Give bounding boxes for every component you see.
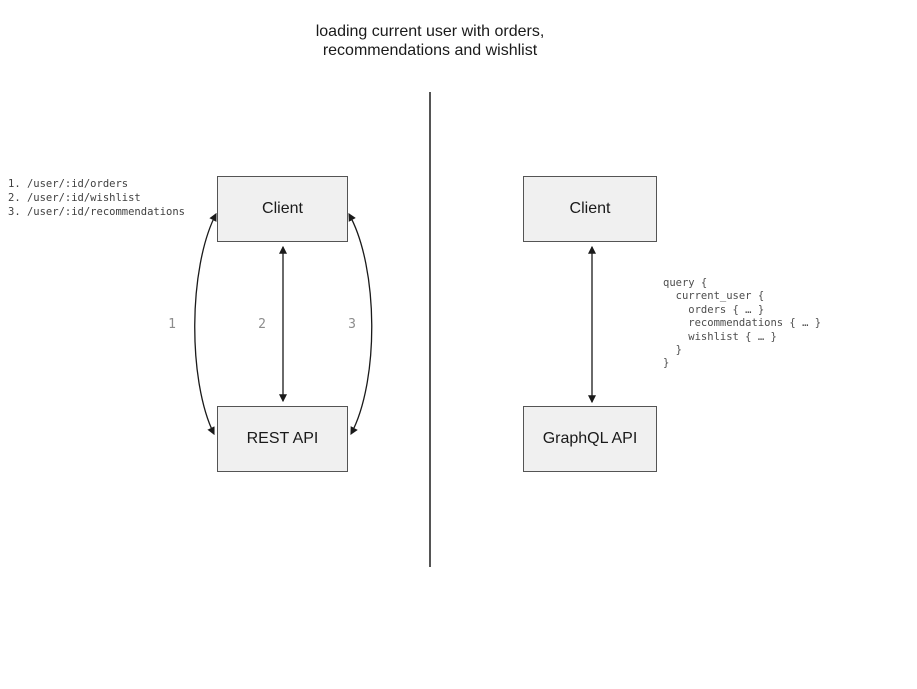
diagram-title-line1: loading current user with orders, xyxy=(315,23,545,40)
rest-endpoint-list: 1. /user/:id/orders 2. /user/:id/wishlis… xyxy=(8,177,185,219)
rest-api-box: REST API xyxy=(217,406,348,472)
diagram-title-line2: recommendations and wishlist xyxy=(322,42,538,59)
arrow-label-2: 2 xyxy=(258,317,266,332)
graphql-query-line: current_user { xyxy=(663,290,765,303)
rest-endpoint-orders: 1. /user/:id/orders xyxy=(8,178,129,190)
client-box-left-label: Client xyxy=(262,200,303,217)
graphql-query-line: query { xyxy=(663,277,708,289)
client-box-right: Client xyxy=(523,176,657,242)
graphql-query-block: query { current_user { orders { … } reco… xyxy=(663,277,821,371)
rest-api-box-label: REST API xyxy=(246,430,319,447)
client-box-right-label: Client xyxy=(569,200,611,217)
graphql-api-box-label: GraphQL API xyxy=(542,430,638,447)
rest-endpoint-recommendations: 3. /user/:id/recommendations xyxy=(8,206,186,218)
graphql-query-line: recommendations { … } xyxy=(663,317,822,330)
rest-arrow-1-curved xyxy=(194,212,217,436)
graphql-query-line: } xyxy=(663,357,670,370)
graphql-query-line: orders { … } xyxy=(663,303,765,316)
graphql-api-box: GraphQL API xyxy=(523,406,657,472)
arrow-label-3: 3 xyxy=(348,317,356,332)
arrow-label-1: 1 xyxy=(168,317,176,332)
vertical-divider xyxy=(429,92,431,567)
diagram-title: loading current user with orders, recomm… xyxy=(0,22,860,60)
graphql-query-line: } xyxy=(663,344,682,357)
client-box-left: Client xyxy=(217,176,348,242)
graphql-query-line: wishlist { … } xyxy=(663,330,777,343)
rest-endpoint-wishlist: 2. /user/:id/wishlist xyxy=(8,192,141,204)
